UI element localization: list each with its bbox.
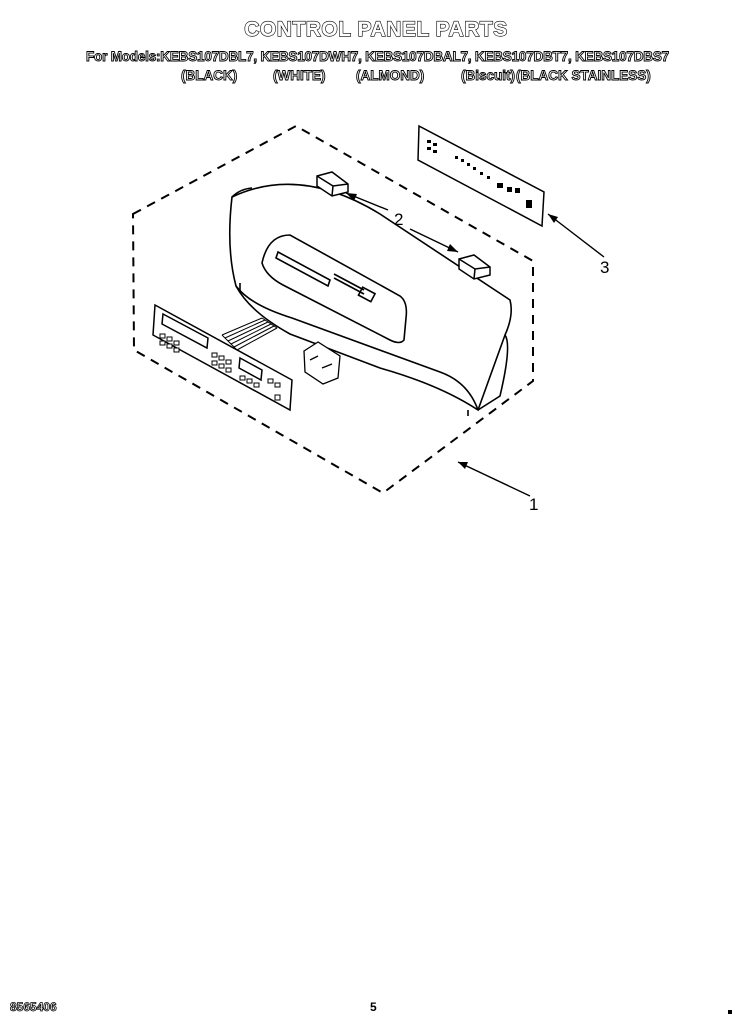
color-black: (BLACK) <box>181 68 238 84</box>
adhesive-pad <box>303 341 341 385</box>
color-biscuit: (Biscuit) <box>461 68 516 84</box>
page-number: 5 <box>370 1000 377 1014</box>
control-board <box>417 124 545 228</box>
assembly-outline <box>131 124 534 495</box>
page-title: CONTROL PANEL PARTS <box>244 17 508 41</box>
color-almond: (ALMOND) <box>356 68 425 84</box>
callout-1: 1 <box>529 495 539 514</box>
ribbon-cable <box>221 317 278 351</box>
bracket-lower <box>458 254 491 280</box>
color-white: (WHITE) <box>273 68 326 84</box>
arrowheads <box>346 193 558 469</box>
models-line: For Models:KEBS107DBL7, KEBS107DWH7, KEB… <box>86 49 670 65</box>
doc-number: 8565406 <box>10 1000 58 1015</box>
color-black-stainless: (BLACK STAINLESS) <box>516 68 652 84</box>
corner-mark <box>728 1010 732 1014</box>
callout-2: 2 <box>394 210 404 229</box>
keypad-overlay <box>152 303 293 412</box>
bracket-upper <box>316 171 349 197</box>
console-housing <box>228 183 512 416</box>
callout-3: 3 <box>600 258 610 277</box>
